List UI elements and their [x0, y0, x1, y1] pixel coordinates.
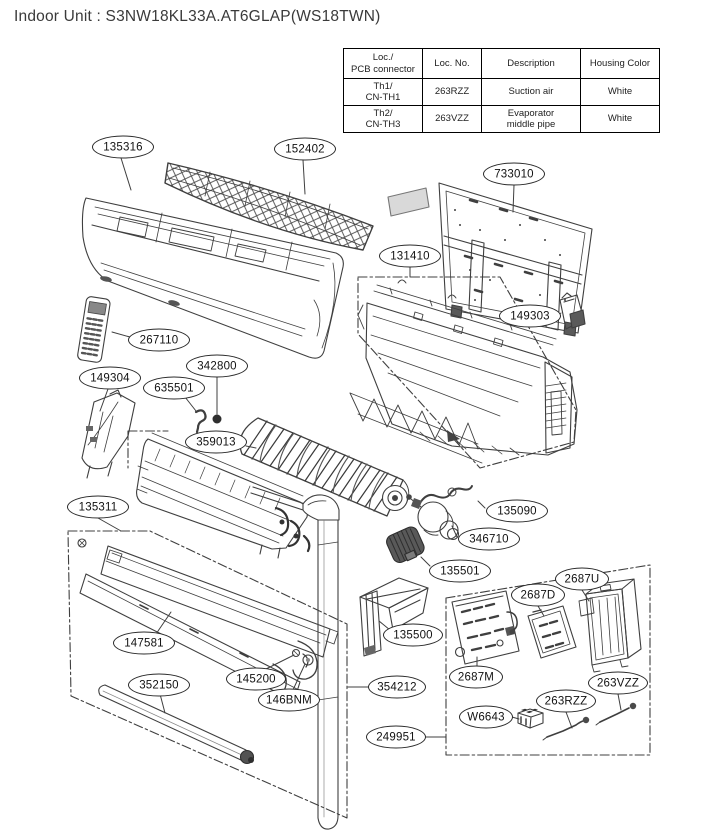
- table-header-row: Loc./ PCB connector Loc. No. Description…: [343, 48, 660, 79]
- part-callout-131410: 131410: [379, 244, 441, 268]
- part-callout-145200: 145200: [226, 667, 286, 691]
- main-pcb-drawing: [451, 590, 520, 665]
- cell-white-2: White: [580, 105, 660, 133]
- cross-flow-fan-drawing: [239, 417, 410, 517]
- part-callout-263vzz: 263VZZ: [588, 671, 648, 695]
- col-header-loc-no: Loc. No.: [422, 48, 482, 79]
- col-header-housing-color: Housing Color: [580, 48, 660, 79]
- assembly-box-249951: [445, 564, 651, 756]
- part-callout-342800: 342800: [186, 354, 248, 378]
- page-title: Indoor Unit : S3NW18KL33A.AT6GLAP(WS18TW…: [14, 8, 381, 25]
- part-callout-263rzz: 263RZZ: [536, 689, 596, 713]
- remote-control-drawing: [77, 296, 111, 363]
- thermistor-263vzz-drawing: [595, 702, 637, 726]
- part-callout-2687u: 2687U: [555, 567, 609, 591]
- part-callout-359013: 359013: [185, 430, 247, 454]
- part-callout-267110: 267110: [128, 328, 190, 352]
- part-callout-147581: 147581: [113, 631, 175, 655]
- display-pcb-drawing: [527, 605, 577, 659]
- fan-housing-drawing: [349, 279, 578, 464]
- table-row: Th2/ CN-TH3 263VZZ Evaporator middle pip…: [343, 105, 660, 133]
- pipe-holder-drawing: [559, 292, 586, 330]
- cell-th1: Th1/ CN-TH1: [343, 78, 423, 106]
- thermistor-263rzz-drawing: [542, 716, 590, 741]
- part-callout-346710: 346710: [458, 527, 520, 551]
- cell-evap-pipe: Evaporator middle pipe: [481, 105, 581, 133]
- grille-drawing: [164, 162, 374, 251]
- part-callout-635501: 635501: [143, 376, 205, 400]
- part-callout-733010: 733010: [483, 162, 545, 186]
- part-callout-2687m: 2687M: [449, 665, 503, 689]
- cell-th2: Th2/ CN-TH3: [343, 105, 423, 133]
- terminal-block-drawing: [517, 708, 544, 729]
- part-callout-149304: 149304: [79, 366, 141, 390]
- col-header-description: Description: [481, 48, 581, 79]
- part-callout-2687d: 2687D: [511, 583, 565, 607]
- drain-bracket-drawing: [359, 577, 429, 657]
- part-callout-152402: 152402: [274, 137, 336, 161]
- part-callout-149303: 149303: [499, 304, 561, 328]
- side-bracket-drawing: [81, 389, 136, 479]
- part-callout-135090: 135090: [486, 499, 548, 523]
- wire-harness-drawing: [411, 485, 473, 509]
- part-callout-352150: 352150: [128, 673, 190, 697]
- grommet-drawing: [212, 414, 222, 424]
- cell-suction-air: Suction air: [481, 78, 581, 106]
- part-callout-135311: 135311: [67, 495, 129, 519]
- part-callout-146bnm: 146BNM: [258, 688, 320, 712]
- cabinet-drawing: [81, 197, 344, 359]
- assembly-box-135311: [67, 530, 348, 819]
- part-callout-135501: 135501: [429, 559, 491, 583]
- louver-bar-drawing: [98, 684, 255, 765]
- part-callout-135316: 135316: [92, 135, 154, 159]
- table-row: Th1/ CN-TH1 263RZZ Suction air White: [343, 78, 660, 106]
- label-plate-drawing: [387, 187, 430, 217]
- motor-mount-drawing: [386, 526, 425, 564]
- part-callout-354212: 354212: [368, 675, 426, 699]
- pipe-assembly-drawing: [250, 486, 340, 830]
- part-callout-135500: 135500: [383, 623, 443, 647]
- part-callout-w6643: W6643: [459, 705, 513, 729]
- part-callout-249951: 249951: [366, 725, 426, 749]
- hook-drawing: [194, 409, 207, 434]
- sensor-connector-table: Loc./ PCB connector Loc. No. Description…: [343, 48, 660, 133]
- control-case-drawing: [578, 578, 642, 673]
